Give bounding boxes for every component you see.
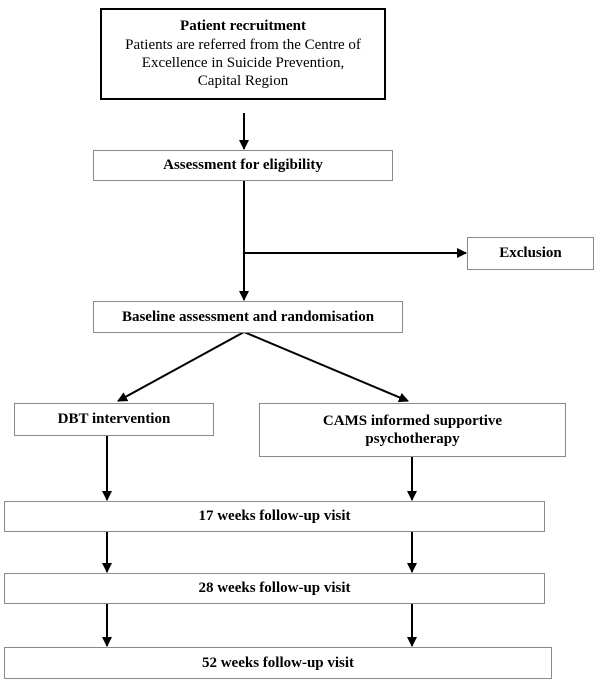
followup-28-box: 28 weeks follow-up visit bbox=[4, 573, 545, 604]
followup-28-label: 28 weeks follow-up visit bbox=[198, 580, 351, 597]
baseline-label: Baseline assessment and randomisation bbox=[121, 308, 375, 325]
exclusion-box: Exclusion bbox=[467, 237, 594, 270]
recruitment-box: Patient recruitment Patients are referre… bbox=[100, 8, 386, 100]
followup-17-box: 17 weeks follow-up visit bbox=[4, 501, 545, 532]
exclusion-label: Exclusion bbox=[499, 245, 562, 262]
cams-label-line-2: psychotherapy bbox=[365, 431, 460, 447]
recruitment-title: Patient recruitment bbox=[180, 18, 306, 35]
recruitment-line-1: Patients are referred from the Centre of bbox=[125, 36, 361, 53]
eligibility-label: Assessment for eligibility bbox=[163, 157, 323, 174]
cams-label-line-1: CAMS informed supportive bbox=[322, 412, 503, 429]
followup-17-label: 17 weeks follow-up visit bbox=[198, 508, 351, 525]
eligibility-box: Assessment for eligibility bbox=[93, 150, 393, 181]
arrow-baseline-to-dbt bbox=[117, 331, 245, 402]
recruitment-line-2: Excellence in Suicide Prevention, bbox=[141, 55, 345, 71]
followup-52-label: 52 weeks follow-up visit bbox=[201, 654, 355, 671]
followup-52-box: 52 weeks follow-up visit bbox=[4, 647, 552, 679]
arrow-baseline-to-cams bbox=[243, 331, 409, 403]
dbt-label: DBT intervention bbox=[57, 411, 171, 428]
dbt-box: DBT intervention bbox=[14, 403, 214, 436]
recruitment-line-3: Capital Region bbox=[197, 73, 289, 90]
cams-box: CAMS informed supportive psychotherapy bbox=[259, 403, 566, 457]
baseline-box: Baseline assessment and randomisation bbox=[93, 301, 403, 333]
